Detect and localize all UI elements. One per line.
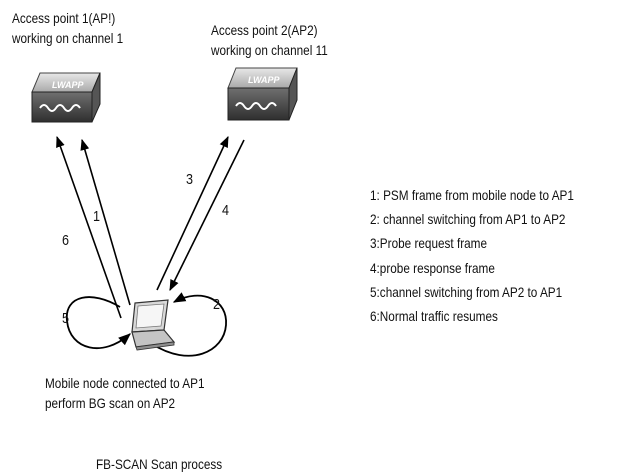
- legend-item-1: 1: PSM frame from mobile node to AP1: [370, 187, 574, 203]
- diagram-caption: FB-SCAN Scan process: [96, 456, 223, 472]
- mobile-node-label-line2: perform BG scan on AP2: [45, 395, 176, 411]
- laptop-icon: [131, 299, 176, 351]
- arrow-1: [80, 138, 131, 306]
- arrow-4: [169, 139, 245, 292]
- arrow-number-2: 2: [213, 296, 221, 313]
- ap2-label-line2: working on channel 11: [211, 42, 328, 58]
- loop-2: [151, 292, 227, 357]
- ap2-label-line1: Access point 2(AP2): [211, 22, 318, 38]
- mobile-node-label-line1: Mobile node connected to AP1: [45, 375, 205, 391]
- legend-item-4: 4:probe response frame: [370, 259, 495, 276]
- arrow-number-1: 1: [93, 208, 101, 225]
- arrow-number-5: 5: [62, 310, 70, 327]
- legend-item-5: 5:channel switching from AP2 to AP1: [370, 283, 563, 300]
- legend-item-6: 6:Normal traffic resumes: [370, 308, 498, 325]
- ap1-label-line1: Access point 1(AP!): [12, 10, 116, 26]
- loop-5: [66, 296, 131, 350]
- arrow-number-3: 3: [186, 171, 194, 188]
- legend-item-3: 3:Probe request frame: [370, 235, 488, 252]
- ap2-lwapp-text: LWAPP: [248, 75, 281, 85]
- legend-item-2: 2: channel switching from AP1 to AP2: [370, 211, 566, 228]
- arrow-3: [156, 135, 229, 291]
- legend-list: 1: PSM frame from mobile node to AP1 2: …: [370, 183, 613, 328]
- arrow-number-6: 6: [62, 232, 70, 249]
- arrow-number-4: 4: [222, 202, 230, 219]
- ap1-label-line2: working on channel 1: [12, 30, 124, 46]
- ap1-lwapp-text: LWAPP: [52, 80, 85, 90]
- ap1-device-icon: LWAPP: [31, 72, 101, 123]
- arrow-6: [56, 135, 122, 319]
- ap2-device-icon: LWAPP: [227, 67, 298, 121]
